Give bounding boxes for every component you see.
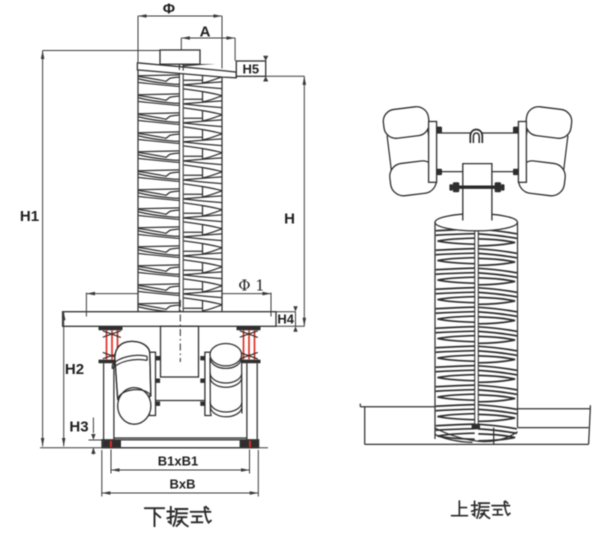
top-cover-discharge — [136, 62, 237, 79]
center-pole — [178, 63, 184, 312]
floor-slab — [359, 403, 591, 446]
dim-label-phi: Φ — [163, 1, 175, 18]
dimension-h4: H4 — [276, 306, 298, 332]
dimension-a: A — [180, 24, 236, 61]
caption-bottom-vibration — [144, 505, 213, 528]
dim-label-phi1: Φ 1 — [238, 277, 265, 295]
rv-plate-left — [427, 120, 442, 183]
motor-plate-right — [200, 351, 212, 417]
dim-label-h4: H4 — [277, 312, 294, 327]
cjk-char-xia — [144, 507, 165, 527]
right-view-top-vibration — [359, 104, 591, 520]
dimension-h5: H5 — [235, 55, 269, 82]
clamp-bar — [449, 182, 505, 193]
left-view-bottom-vibration: Φ A H5 H H1 H2 H3 — [20, 1, 307, 528]
dimension-h: H — [265, 75, 307, 327]
top-column — [462, 162, 493, 221]
inlet-box — [159, 49, 201, 65]
tower-right-edges — [434, 222, 519, 439]
dimension-phi: Φ — [137, 1, 223, 69]
cjk-char-zhen — [166, 506, 189, 528]
base-frame — [101, 363, 260, 449]
caption-top-vibration — [450, 500, 511, 520]
dim-label-h5: H5 — [242, 62, 259, 77]
dimension-h2: H2 — [61, 311, 84, 447]
dim-label-b1xb1: B1xB1 — [158, 454, 198, 469]
cjk-char-shang — [450, 500, 469, 517]
dimension-phi1: Φ 1 — [86, 277, 272, 296]
pole-through-cover — [178, 64, 184, 71]
dim-label-h: H — [284, 211, 295, 228]
center-column — [159, 325, 200, 378]
dim-label-h3: H3 — [69, 419, 88, 436]
base-platform — [61, 311, 277, 327]
cjk-char-zhen-2 — [470, 500, 491, 520]
cjk-char-shi-2 — [491, 500, 511, 517]
dimension-h1: H1 — [20, 50, 160, 447]
dimension-h3: H3 — [69, 417, 102, 455]
dimension-b1xb1: B1xB1 — [110, 449, 250, 474]
center-shaft — [471, 218, 480, 430]
cjk-char-shi — [189, 505, 213, 524]
dimension-bxb: BxB — [101, 450, 259, 497]
dim-label-bxb: BxB — [169, 477, 195, 492]
tower-bottom-sweep — [434, 427, 518, 444]
vibration-motor-left — [111, 340, 152, 425]
rv-plate-right — [513, 120, 528, 183]
spring-right — [236, 326, 261, 364]
dim-label-h2: H2 — [65, 361, 84, 378]
lifting-hook — [469, 128, 484, 143]
dim-label-a: A — [200, 24, 211, 41]
vibration-motor-right — [209, 342, 243, 418]
phi1-extension-lines — [85, 292, 272, 317]
dim-label-h1: H1 — [20, 208, 39, 225]
